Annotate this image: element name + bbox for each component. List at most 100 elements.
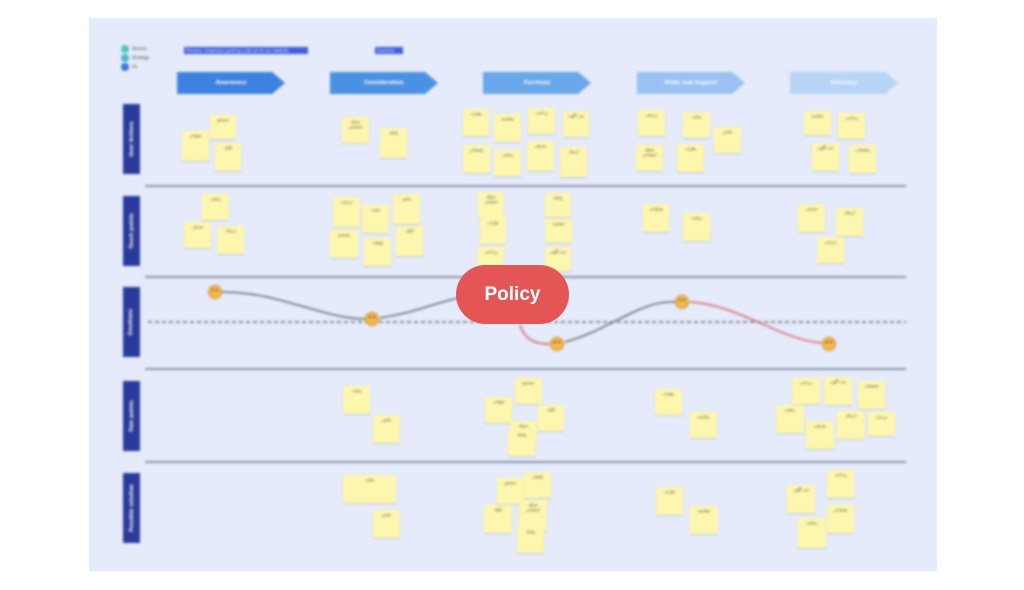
legend-dot-strategy [121,54,129,62]
sticky-note: کلیک [215,143,241,171]
sticky-note: سایت [362,205,389,233]
sticky-note: مقایسه [545,219,572,243]
legend-label-strategy: Strategy [132,55,150,60]
sticky-note: جستجو [330,230,358,258]
stage-purchase: Purchase [483,72,591,94]
sticky-note: پیامک [545,193,571,217]
sticky-note: پرداخت [528,108,555,134]
emotion-path-red-2 [689,301,823,344]
emotion-face-consideration [365,312,379,326]
sticky-note: پشتیبانی [849,145,876,173]
stage-order-support: Order and Support [637,72,745,94]
sticky-note: تماس [373,415,400,443]
stage-advocacy: Advocacy [790,72,898,94]
legend-dot-ux [121,63,129,71]
row-divider [145,368,906,370]
sticky-note: پیامک [380,128,407,158]
sticky-note: نظرات [463,109,489,136]
sticky-note: مقایسه [690,412,717,438]
sticky-note: رضایت [798,518,826,548]
sticky-note: سایت [343,386,370,414]
sticky-note: جستجو [210,115,236,139]
sticky-note: جستجو [497,478,524,504]
sticky-note: مقایسه [494,114,521,142]
sticky-note: تماس [714,127,741,153]
sticky-note: پشتیبانی [643,204,669,232]
sticky-note: تبلیغات [524,472,551,498]
row-label-user-actions: User Actions [123,104,140,174]
sticky-note: مقایسه [690,506,718,534]
emotion-path-red-1 [519,324,551,345]
emotion-face-purchase [550,337,564,351]
sticky-note: پرداخت [827,470,854,498]
sticky-note: سایت [343,475,396,503]
emotion-face-awareness [208,285,222,299]
emotion-face-order-support [675,295,689,309]
sticky-note: نظرات [480,218,506,244]
sticky-note: ثبت آگهی [812,143,839,171]
scenario-title: Scenario [375,47,403,54]
sticky-note: تماس [373,510,400,538]
emotion-face-advocacy [822,337,836,351]
sticky-note: رضایت [683,213,710,241]
sticky-note: ثبت آگهی [563,111,589,137]
sticky-note: پرداخت [792,378,820,404]
row-label-possible-solution: Possible solution [123,473,140,543]
sticky-note: نظرات [677,144,704,172]
policy-callout: Policy [456,265,569,324]
legend-dot-service [121,45,129,53]
row-divider [145,185,906,187]
sticky-note: پیامک [508,430,535,456]
sticky-note: پشتیبانی [858,381,885,409]
persona-title: Persona: employee posting a job ad on ou… [184,47,308,54]
sticky-note: تبلیغات [485,397,512,423]
sticky-note: شبکه اجتماعی [519,500,547,530]
stage-consideration: Consideration [330,72,438,94]
sticky-note: پیامک [517,527,544,553]
sticky-note: رضایت [776,405,804,433]
row-label-emotions: Emotions [123,287,140,357]
sticky-note: ارسال [836,208,863,236]
sticky-note: شبکه اجتماعی [636,145,663,171]
sticky-note: رضایت [202,194,229,220]
sticky-note: نظرات [655,389,682,415]
sticky-note: شبکه اجتماعی [342,117,369,143]
row-label-touch-points: Touch points [123,196,140,266]
sticky-note: معرفی [806,421,834,449]
sticky-note: ارسال [217,226,244,254]
sticky-note: جستجو [515,378,542,404]
sticky-note: بررسی [638,110,665,136]
sticky-note: ارسال [560,147,587,177]
row-divider [145,461,906,463]
sticky-note: شبکه اجتماعی [478,192,504,218]
emotion-path-grey-1 [221,291,366,320]
row-label-pain-points: Pain points [123,381,140,451]
sticky-note: پشتیبانی [463,145,490,173]
sticky-note: ثبت آگهی [824,377,852,405]
sticky-note: بررسی [868,412,895,436]
sticky-note: بررسی [333,197,360,227]
sticky-note: کلیک [538,405,564,431]
sticky-note: پشتیبانی [827,505,854,533]
sticky-note: سایت [683,112,710,138]
sticky-note: مقایسه [804,111,831,135]
sticky-note: رضایت [494,150,521,176]
sticky-note: تماس [393,194,420,224]
sticky-note: پرداخت [478,247,504,269]
sticky-note: نظرات [656,487,683,515]
sticky-note: معرفی [184,222,211,248]
legend-label-service: Service [132,46,147,51]
sticky-note: تبلیغات [182,131,209,161]
sticky-note: معرفی [527,141,554,171]
stage-awareness: Awareness [177,72,285,94]
sticky-note: کلیک [484,505,512,533]
emotion-path-grey-3 [564,301,676,343]
sticky-note: ثبت آگهی [787,485,815,513]
sticky-note: پرداخت [838,113,865,139]
legend-label-ux: Ux [132,64,138,69]
sticky-note: کلیک [396,226,423,256]
sticky-note: بررسی [817,237,844,263]
sticky-note: معرفی [798,204,825,232]
sticky-note: ارسال [837,411,865,439]
